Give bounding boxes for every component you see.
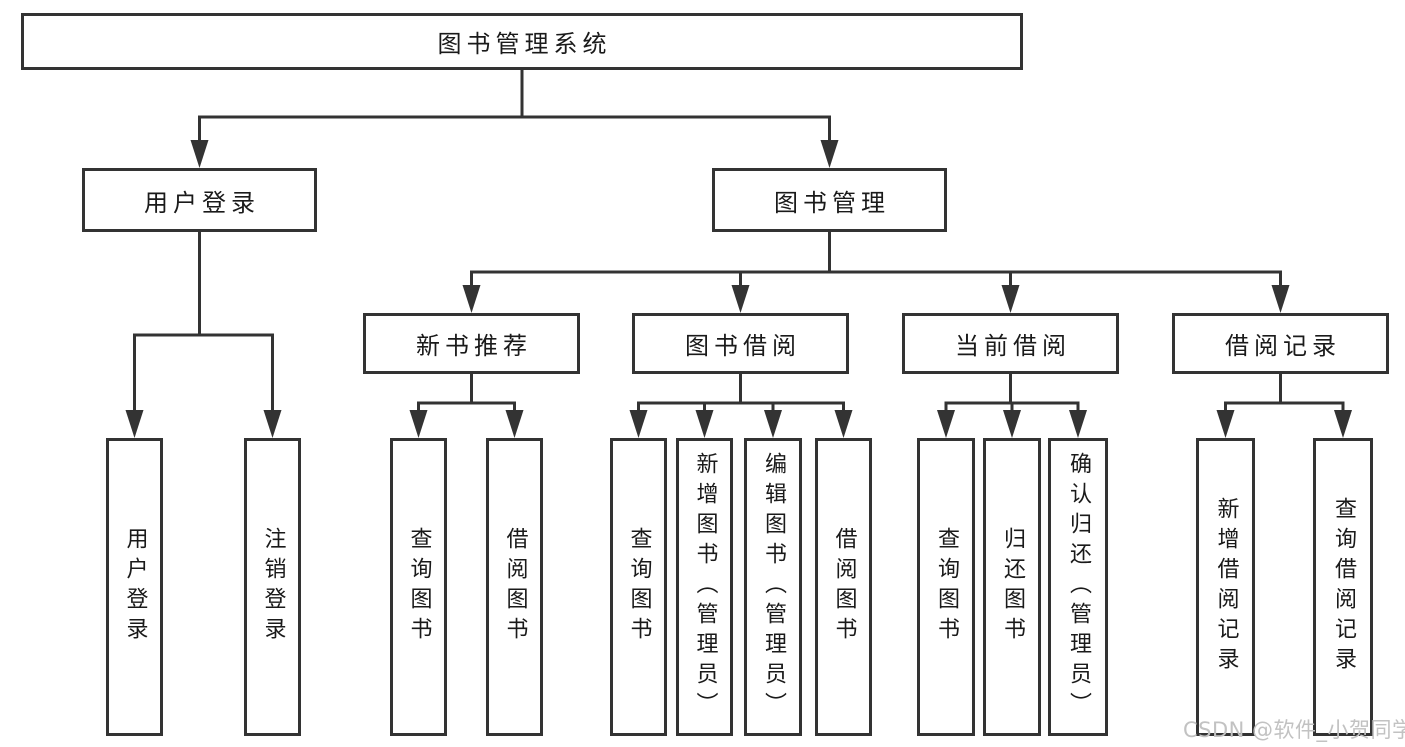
csdn-watermark: CSDN @软件_小贺同学: [1183, 718, 1405, 742]
connector-new-book-recommend-to-leaves: [409, 372, 524, 438]
connector-book-management-to-level3: [462, 230, 1290, 313]
connector-root-to-level2: [190, 68, 839, 168]
node-root-library-management-system: 图书管理系统: [21, 13, 1023, 70]
connector-borrow-records-to-leaves: [1216, 372, 1352, 438]
node-book-borrow: 图书借阅: [632, 313, 849, 374]
leaf-label: 查询图书: [626, 527, 652, 647]
node-label: 图书管理: [774, 188, 890, 217]
leaf-query-books-borrow: 查询图书: [610, 438, 667, 736]
connector-user-login-to-leaves: [125, 230, 282, 438]
leaf-label: 新增借阅记录: [1213, 497, 1239, 677]
leaf-query-borrow-record: 查询借阅记录: [1313, 438, 1373, 736]
node-new-book-recommend: 新书推荐: [363, 313, 580, 374]
leaf-borrow-books-2: 借阅图书: [815, 438, 872, 736]
connector-current-borrow-to-leaves: [937, 372, 1087, 438]
node-label: 当前借阅: [955, 332, 1071, 360]
leaf-return-book: 归还图书: [983, 438, 1041, 736]
leaf-label: 查询借阅记录: [1331, 497, 1356, 677]
leaf-edit-book-admin: 编辑图书（管理员）: [744, 438, 802, 736]
leaf-label: 新增图书（管理员）: [692, 452, 718, 722]
leaf-label: 编辑图书（管理员）: [761, 452, 786, 722]
leaf-label: 用户登录: [122, 527, 148, 647]
leaf-label: 查询图书: [934, 527, 959, 647]
node-label: 借阅记录: [1225, 332, 1341, 360]
node-label: 新书推荐: [416, 332, 532, 360]
leaf-query-books-current: 查询图书: [917, 438, 975, 736]
leaf-logout: 注销登录: [244, 438, 301, 736]
node-user-login: 用户登录: [82, 168, 317, 232]
leaf-label: 借阅图书: [502, 527, 528, 647]
leaf-label: 注销登录: [260, 527, 286, 647]
node-label: 图书管理系统: [437, 30, 612, 58]
node-label: 用户登录: [144, 188, 260, 217]
leaf-label: 归还图书: [1000, 527, 1025, 647]
node-book-management: 图书管理: [712, 168, 947, 232]
leaf-user-login: 用户登录: [106, 438, 163, 736]
leaf-label: 查询图书: [406, 527, 432, 647]
leaf-label: 确认归还（管理员）: [1066, 452, 1091, 722]
leaf-add-borrow-record: 新增借阅记录: [1196, 438, 1255, 736]
node-current-borrow: 当前借阅: [902, 313, 1119, 374]
leaf-label: 借阅图书: [831, 527, 857, 647]
node-borrow-records: 借阅记录: [1172, 313, 1389, 374]
node-label: 图书借阅: [685, 332, 801, 360]
leaf-confirm-return-admin: 确认归还（管理员）: [1048, 438, 1108, 736]
leaf-add-book-admin: 新增图书（管理员）: [676, 438, 733, 736]
leaf-borrow-books-recommend: 借阅图书: [486, 438, 543, 736]
leaf-query-books-recommend: 查询图书: [390, 438, 447, 736]
connector-book-borrow-to-leaves: [629, 372, 853, 438]
